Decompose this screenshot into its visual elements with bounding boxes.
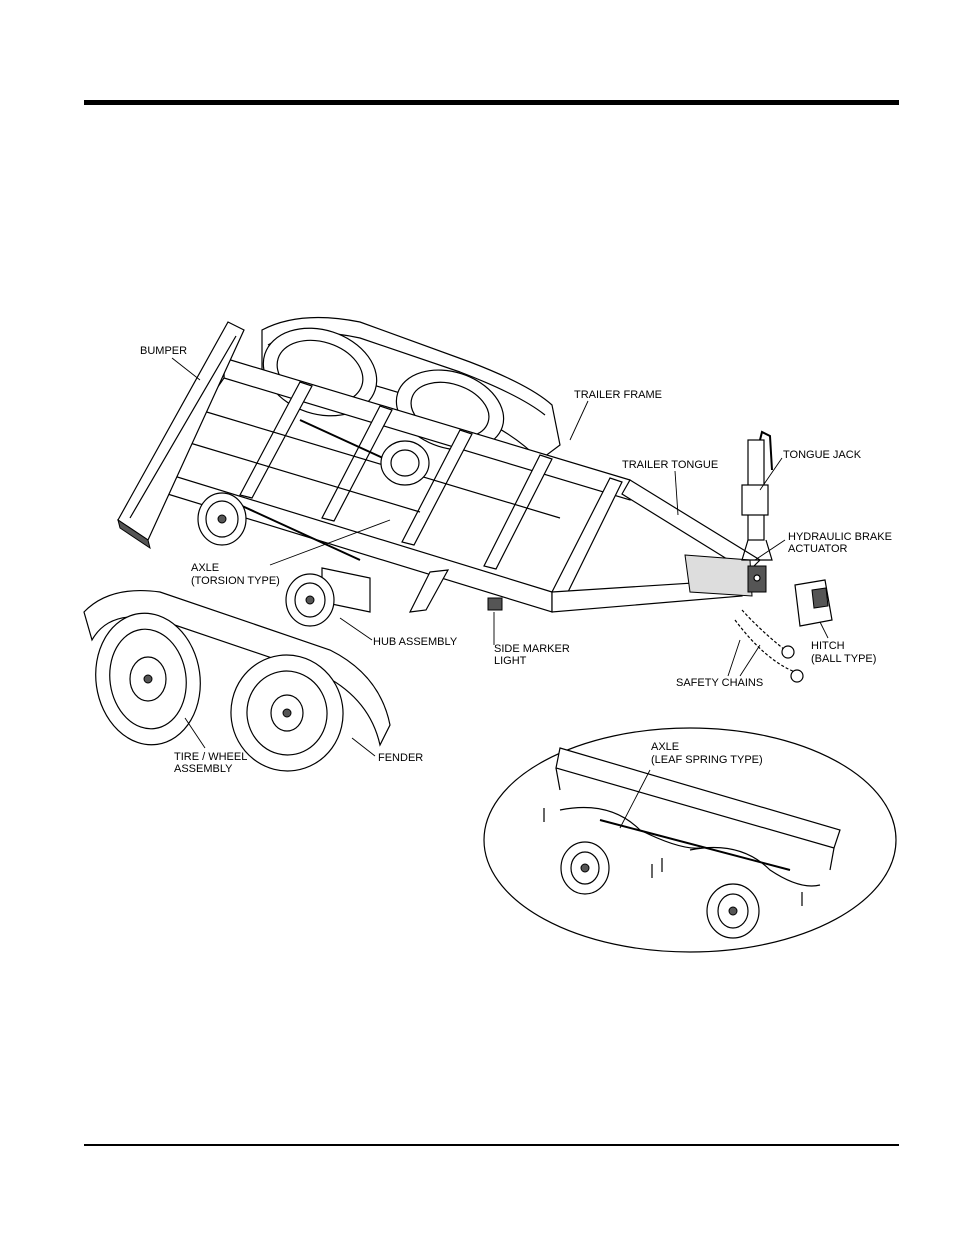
label-tire-wheel-1: TIRE / WHEEL: [174, 751, 247, 763]
label-trailer-frame: TRAILER FRAME: [574, 389, 662, 401]
label-axle-leaf-1: AXLE: [651, 741, 679, 753]
hub-assembly-illustration: [286, 568, 370, 626]
label-trailer-tongue: TRAILER TONGUE: [622, 459, 718, 471]
label-fender: FENDER: [378, 752, 423, 764]
label-axle-leaf-2: (LEAF SPRING TYPE): [651, 754, 763, 766]
label-side-marker-1: SIDE MARKER: [494, 643, 570, 655]
label-hitch-2: (BALL TYPE): [811, 653, 876, 665]
label-hydraulic-brake-1: HYDRAULIC BRAKE: [788, 531, 892, 543]
footer-rule: [84, 1144, 899, 1146]
label-tongue-jack: TONGUE JACK: [783, 449, 862, 461]
label-axle-torsion-1: AXLE: [191, 562, 219, 574]
label-tire-wheel-2: ASSEMBLY: [174, 763, 233, 775]
label-hub-assembly: HUB ASSEMBLY: [373, 636, 458, 648]
label-side-marker-2: LIGHT: [494, 655, 527, 667]
label-bumper: BUMPER: [140, 345, 187, 357]
label-axle-torsion-2: (TORSION TYPE): [191, 575, 280, 587]
label-hydraulic-brake-2: ACTUATOR: [788, 543, 848, 555]
label-safety-chains: SAFETY CHAINS: [676, 677, 763, 689]
label-hitch-1: HITCH: [811, 640, 845, 652]
